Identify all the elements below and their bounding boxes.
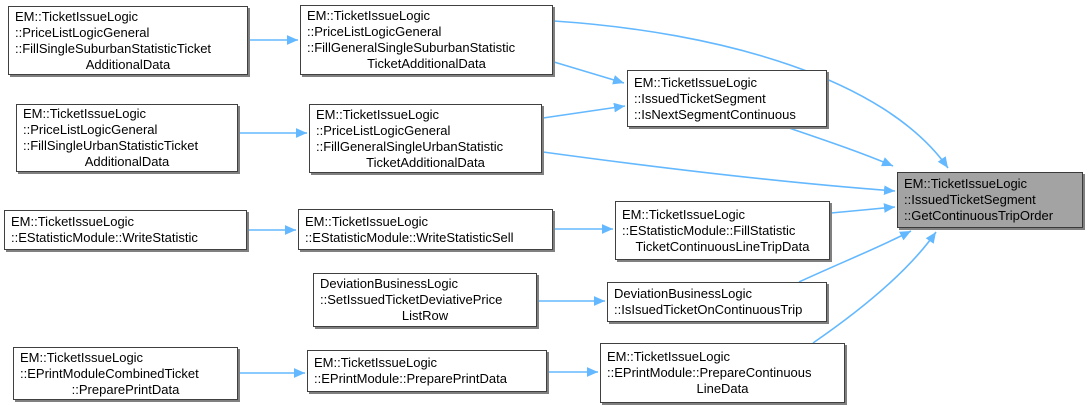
node-label-line: TicketAdditionalData xyxy=(366,154,485,170)
node-label-line: ::FillSingleUrbanStatisticTicket xyxy=(23,138,199,153)
node-label-line: ::IssuedTicketSegment xyxy=(634,90,766,106)
node-label-line: ListRow xyxy=(401,308,449,323)
edge-is-next-segment-continuous-to-get-continuous-trip-order xyxy=(788,127,894,167)
node-label-line: EM::TicketIssueLogic xyxy=(316,106,440,122)
node-label-line: ::PriceListLogicGeneral xyxy=(316,122,451,138)
node-label-line: ::EPrintModule::PreparePrintData xyxy=(314,371,507,386)
node-label-line: EM::TicketIssueLogic xyxy=(11,214,135,229)
node-label-line: DeviationBusinessLogic xyxy=(320,276,459,291)
node-fill-general-single-suburban-statistic-ticket-additional-data[interactable]: EM::TicketIssueLogic ::PriceListLogicGen… xyxy=(300,5,553,75)
node-label-line: EM::TicketIssueLogic xyxy=(622,206,746,222)
node-label-line: EM::TicketIssueLogic xyxy=(607,349,731,364)
node-get-continuous-trip-order-highlighted[interactable]: EM::TicketIssueLogic ::IssuedTicketSegme… xyxy=(897,172,1083,228)
node-label-line: ::PriceListLogicGeneral xyxy=(23,122,158,137)
node-label-line: DeviationBusinessLogic xyxy=(614,286,753,301)
edge-fill-general-single-suburban-to-is-next-segment-continuous xyxy=(553,61,625,85)
edge-fill-general-single-suburban-to-get-continuous-trip-order xyxy=(553,20,949,169)
node-set-issued-ticket-deviative-price-list-row[interactable]: DeviationBusinessLogic ::SetIssuedTicket… xyxy=(313,273,537,327)
node-label-line: ::FillGeneralSingleUrbanStatistic xyxy=(316,138,504,154)
node-eprint-module-prepare-print-data[interactable]: EM::TicketIssueLogic ::EPrintModule::Pre… xyxy=(307,350,547,392)
node-label-line: ::IsIsuedTicketOnContinuousTrip xyxy=(614,302,803,317)
node-prepare-continuous-line-data[interactable]: EM::TicketIssueLogic ::EPrintModule::Pre… xyxy=(600,343,845,403)
node-label-line: ::EPrintModule::PrepareContinuous xyxy=(607,365,812,380)
node-write-statistic[interactable]: EM::TicketIssueLogic ::EStatisticModule:… xyxy=(4,210,247,250)
node-label-line: AdditionalData xyxy=(85,56,171,72)
node-fill-single-urban-statistic-ticket-additional-data[interactable]: EM::TicketIssueLogic ::PriceListLogicGen… xyxy=(16,104,238,172)
node-label-line: ::PriceListLogicGeneral xyxy=(307,24,442,39)
node-label-line: EM::TicketIssueLogic xyxy=(15,8,139,24)
node-is-isued-ticket-on-continuous-trip[interactable]: DeviationBusinessLogic ::IsIsuedTicketOn… xyxy=(607,282,827,322)
edge-fill-general-single-urban-to-get-continuous-trip-order xyxy=(542,151,896,196)
node-label-line: EM::TicketIssueLogic xyxy=(314,355,438,370)
node-label-line: ::PriceListLogicGeneral xyxy=(15,24,150,40)
edge-fill-statistic-ticket-to-get-continuous-trip-order xyxy=(830,203,896,214)
node-label-line: EM::TicketIssueLogic xyxy=(23,106,147,121)
node-label-line: AdditionalData xyxy=(84,154,170,169)
node-label-line: EM::TicketIssueLogic xyxy=(634,74,758,90)
node-eprint-module-combined-ticket-prepare-print-data[interactable]: EM::TicketIssueLogic ::EPrintModuleCombi… xyxy=(13,347,238,400)
edge-fill-general-single-urban-to-is-next-segment-continuous xyxy=(542,102,626,119)
node-label-line: ::EStatisticModule::FillStatistic xyxy=(622,222,796,238)
node-label-line: ::FillSingleSuburbanStatisticTicket xyxy=(15,40,212,56)
node-label-line: ::EStatisticModule::WriteStatisticSell xyxy=(305,229,514,245)
node-label-line: ::SetIssuedTicketDeviativePrice xyxy=(320,292,503,307)
node-is-next-segment-continuous[interactable]: EM::TicketIssueLogic ::IssuedTicketSegme… xyxy=(627,70,827,127)
node-label-line: EM::TicketIssueLogic xyxy=(20,349,144,365)
node-label-line: EM::TicketIssueLogic xyxy=(904,176,1028,191)
node-label-line: ::EStatisticModule::WriteStatistic xyxy=(11,230,198,245)
node-label-line: ::PreparePrintData xyxy=(71,381,180,397)
node-label-line: ::GetContinuousTripOrder xyxy=(904,208,1054,223)
node-label-line: TicketAdditionalData xyxy=(367,56,486,71)
node-label-line: ::IssuedTicketSegment xyxy=(904,192,1036,207)
node-label-line: ::FillGeneralSingleSuburbanStatistic xyxy=(307,40,516,55)
edge-prepare-continuous-line-data-to-get-continuous-trip-order xyxy=(812,231,937,344)
node-label-line: LineData xyxy=(696,381,749,396)
node-label-line: ::EPrintModuleCombinedTicket xyxy=(20,365,199,381)
node-label-line: EM::TicketIssueLogic xyxy=(305,213,429,229)
node-fill-single-suburban-statistic-ticket-additional-data[interactable]: EM::TicketIssueLogic ::PriceListLogicGen… xyxy=(8,6,248,75)
node-fill-general-single-urban-statistic-ticket-additional-data[interactable]: EM::TicketIssueLogic ::PriceListLogicGen… xyxy=(309,104,542,173)
node-label-line: EM::TicketIssueLogic xyxy=(307,8,431,23)
node-label-line: TicketContinuousLineTripData xyxy=(635,238,810,254)
node-label-line: ::IsNextSegmentContinuous xyxy=(634,106,796,122)
node-fill-statistic-ticket-continuous-line-trip-data[interactable]: EM::TicketIssueLogic ::EStatisticModule:… xyxy=(615,201,830,260)
edge-is-isued-ticket-on-continuous-trip-to-get-continuous-trip-order xyxy=(798,230,912,283)
node-write-statistic-sell[interactable]: EM::TicketIssueLogic ::EStatisticModule:… xyxy=(298,209,553,250)
